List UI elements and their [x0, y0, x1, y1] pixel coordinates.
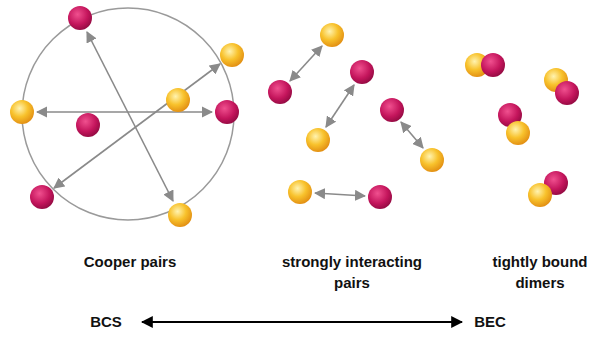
fermi-circle	[22, 8, 234, 220]
crossover-arrow	[142, 321, 462, 323]
limit-label: BEC	[460, 311, 520, 332]
limit-label: BCS	[76, 311, 136, 332]
pair-arrows	[37, 32, 423, 201]
regime-label: tightly bound dimers	[480, 251, 600, 293]
regime-label: strongly interacting pairs	[267, 251, 437, 293]
fermions	[10, 6, 579, 227]
regime-label: Cooper pairs	[50, 251, 210, 272]
